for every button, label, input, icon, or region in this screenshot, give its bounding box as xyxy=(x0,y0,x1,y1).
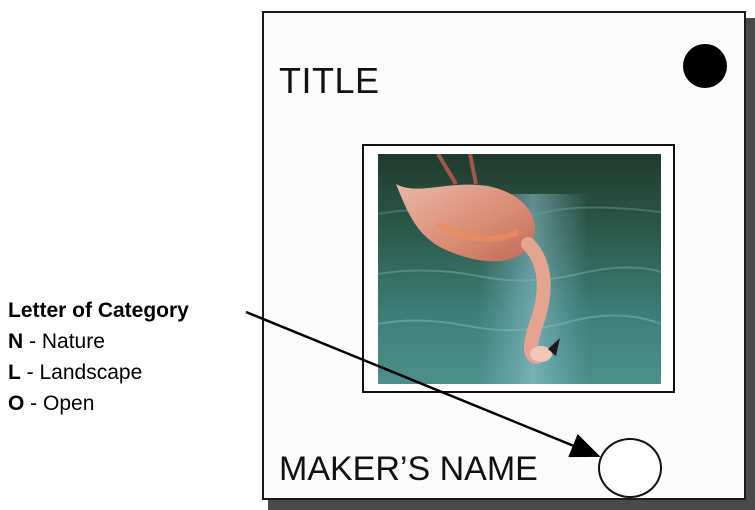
legend-item: L - Landscape xyxy=(8,361,143,384)
maker-name: MAKER’S NAME xyxy=(279,450,538,488)
legend-heading: Letter of Category xyxy=(8,299,189,322)
orientation-dot xyxy=(683,44,727,88)
legend-item: N - Nature xyxy=(8,330,105,353)
flamingo-photo xyxy=(378,154,661,384)
category-legend: Letter of Category N - Nature L - Landsc… xyxy=(8,295,189,419)
card-title: TITLE xyxy=(279,60,380,101)
legend-item: O - Open xyxy=(8,392,95,415)
category-letter-circle xyxy=(598,438,662,498)
